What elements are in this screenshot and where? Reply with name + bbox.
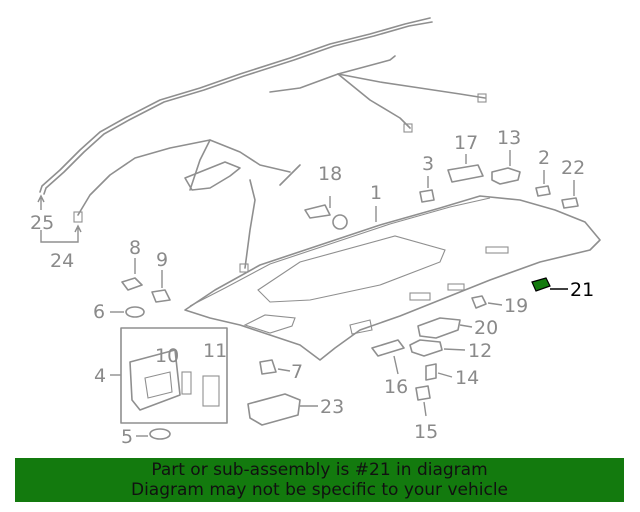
callout-6: 6 (93, 301, 105, 323)
callout-24: 24 (50, 250, 74, 272)
banner-line-2: Diagram may not be specific to your vehi… (130, 480, 508, 500)
banner-line-1: Part or sub-assembly is #21 in diagram (151, 460, 488, 480)
callout-18: 18 (318, 163, 342, 185)
wiring-harness (39, 17, 487, 273)
small-parts (120, 164, 579, 440)
callout-14: 14 (455, 367, 479, 389)
callout-12: 12 (468, 340, 492, 362)
callout-10: 10 (155, 345, 179, 367)
callout-21: 21 (570, 279, 594, 301)
callout-23: 23 (320, 396, 344, 418)
callout-25: 25 (30, 212, 54, 234)
callout-11: 11 (203, 340, 227, 362)
callout-16: 16 (384, 376, 408, 398)
callout-labels: 25 24 8 9 6 4 10 11 5 18 1 3 17 13 2 22 … (30, 127, 594, 448)
callout-5: 5 (121, 426, 133, 448)
callout-7: 7 (291, 361, 303, 383)
highlighted-part-21[interactable] (531, 277, 551, 292)
callout-2: 2 (538, 147, 550, 169)
callout-4: 4 (94, 365, 106, 387)
parts-diagram: 25 24 8 9 6 4 10 11 5 18 1 3 17 13 2 22 … (30, 17, 601, 448)
callout-19: 19 (504, 295, 528, 317)
callout-1: 1 (370, 182, 382, 204)
callout-9: 9 (156, 249, 168, 271)
callout-8: 8 (129, 237, 141, 259)
callout-13: 13 (497, 127, 521, 149)
callout-20: 20 (474, 317, 498, 339)
callout-3: 3 (422, 153, 434, 175)
callout-15: 15 (414, 421, 438, 443)
callout-17: 17 (454, 132, 478, 154)
leader-lines (37, 150, 575, 437)
headliner-panel (184, 195, 601, 361)
callout-22: 22 (561, 157, 585, 179)
info-banner: Part or sub-assembly is #21 in diagram D… (15, 458, 624, 502)
